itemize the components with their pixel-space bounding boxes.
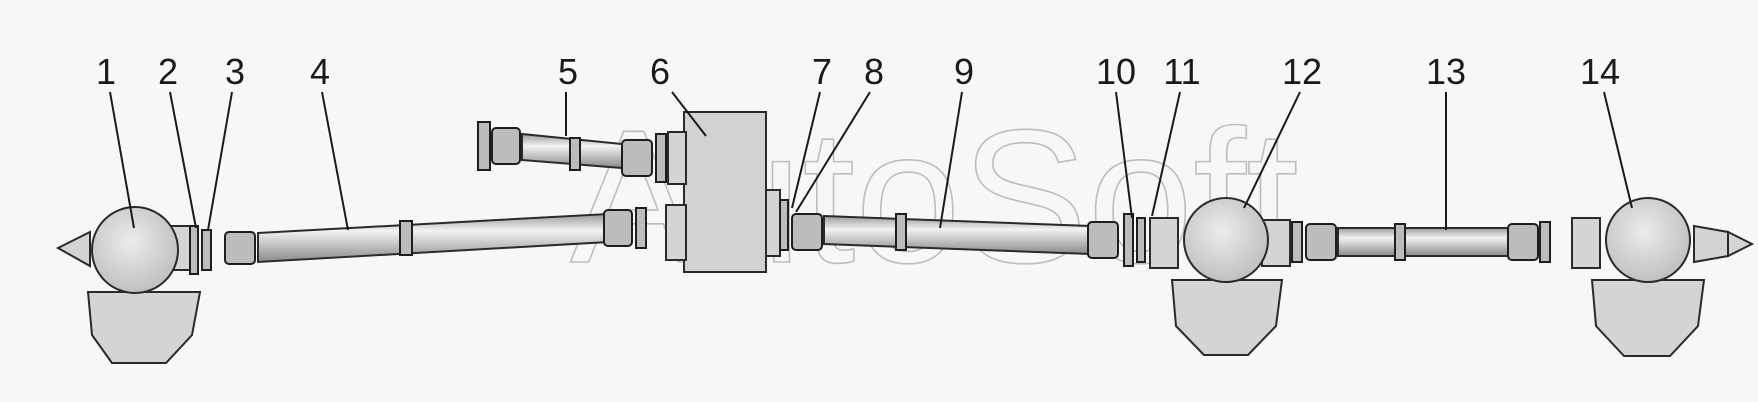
middle-axle (1149, 197, 1291, 356)
transfer-case (665, 111, 789, 273)
callout-2: 2 (158, 51, 178, 92)
callout-12: 12 (1282, 51, 1322, 92)
rear-axle (1571, 197, 1755, 357)
leader-4 (321, 91, 349, 231)
callout-11: 11 (1163, 51, 1200, 92)
leader-8 (795, 91, 871, 213)
leader-3 (207, 91, 233, 231)
callout-4: 4 (310, 51, 330, 92)
callout-13: 13 (1426, 51, 1466, 92)
watermark-text: AutoSoft (570, 91, 1299, 303)
callout-1: 1 (96, 51, 116, 92)
leader-14 (1603, 91, 1633, 209)
callout-labels: 1 2 3 4 5 6 7 8 9 10 11 12 13 14 (96, 51, 1620, 92)
leader-10 (1115, 91, 1133, 219)
leader-1 (109, 91, 135, 229)
callout-8: 8 (864, 51, 884, 92)
flange-3 (201, 229, 212, 271)
callout-6: 6 (650, 51, 670, 92)
rear-driveshaft (1291, 221, 1551, 263)
flange-2 (189, 225, 199, 275)
callout-3: 3 (225, 51, 245, 92)
middle-driveshaft (791, 213, 1146, 267)
callout-10: 10 (1096, 51, 1136, 92)
leader-12 (1243, 91, 1301, 209)
leader-7 (791, 91, 821, 209)
leader-11 (1151, 91, 1181, 217)
leader-6 (671, 91, 707, 137)
leader-lines (109, 91, 1633, 231)
callout-5: 5 (558, 51, 578, 92)
front-driveshaft (224, 207, 647, 265)
upper-driveshaft (477, 121, 667, 183)
callout-9: 9 (954, 51, 974, 92)
callout-14: 14 (1580, 51, 1620, 92)
callout-7: 7 (812, 51, 832, 92)
front-axle (55, 206, 202, 364)
leader-9 (939, 91, 963, 229)
leader-2 (169, 91, 197, 229)
